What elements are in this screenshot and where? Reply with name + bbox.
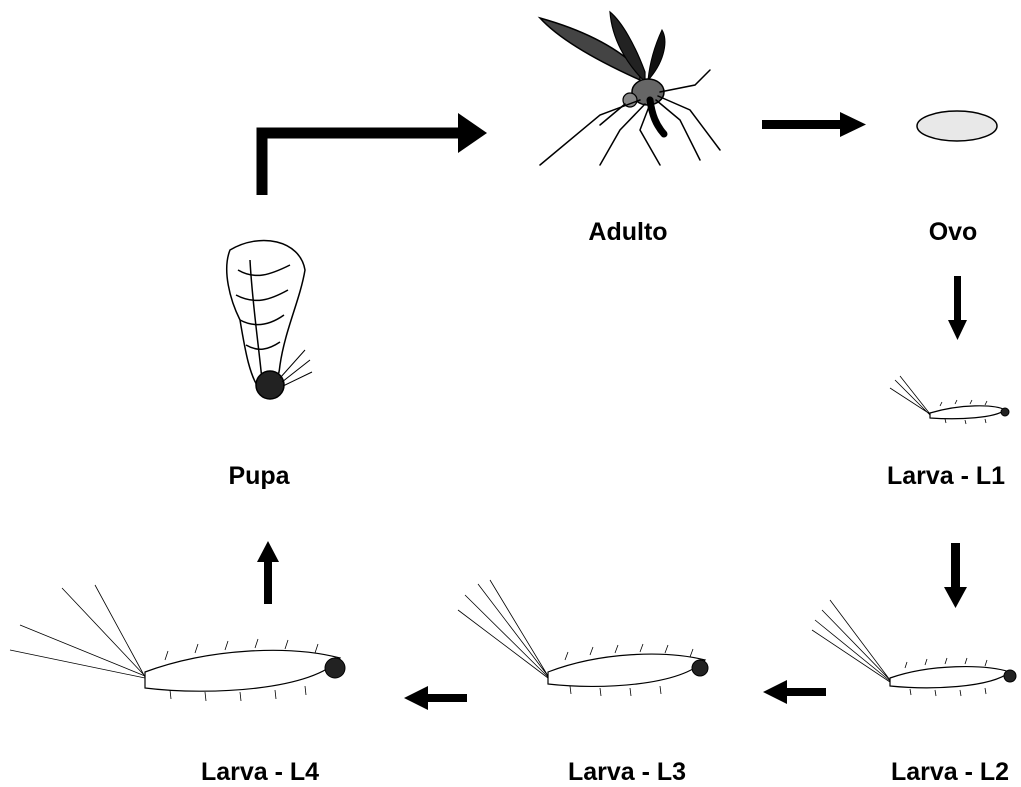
arrow-l3-to-l4 (404, 686, 467, 710)
arrow-l1-to-l2 (944, 543, 967, 608)
arrow-l2-to-l3 (763, 680, 826, 704)
larva-l3-illustration (458, 580, 708, 696)
stage-label-adult: Adulto (588, 218, 667, 247)
stage-label-larva-l1: Larva - L1 (887, 462, 1005, 491)
stage-label-larva-l2: Larva - L2 (891, 758, 1009, 787)
sand-fly-adult-illustration (540, 12, 720, 165)
arrow-pupa-to-adult (262, 113, 487, 195)
stage-label-egg: Ovo (929, 218, 978, 247)
arrow-adult-to-egg (762, 112, 866, 137)
stage-label-larva-l3: Larva - L3 (568, 758, 686, 787)
arrow-l4-to-pupa (257, 541, 279, 604)
stage-label-larva-l4: Larva - L4 (201, 758, 319, 787)
egg-illustration (917, 111, 997, 141)
stage-label-pupa: Pupa (228, 462, 289, 491)
larva-l4-illustration (10, 585, 345, 701)
pupa-illustration (227, 240, 312, 399)
arrow-egg-to-l1 (948, 276, 967, 340)
larva-l2-illustration (812, 600, 1016, 696)
larva-l1-illustration (890, 376, 1009, 424)
